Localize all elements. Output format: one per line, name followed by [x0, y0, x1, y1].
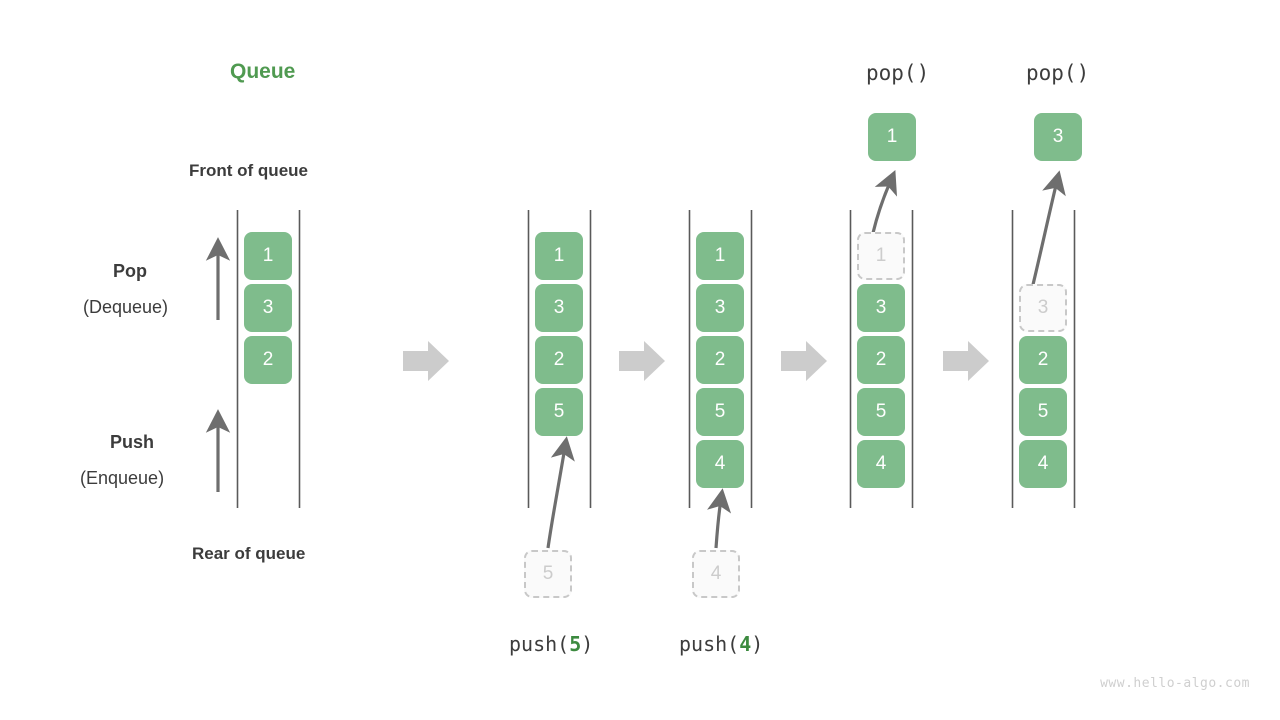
- queue-cell: 3: [857, 284, 905, 332]
- pop-3-arrow: [1029, 170, 1066, 294]
- dequeue-label: (Dequeue): [83, 297, 169, 317]
- push-caption-1-value: 5: [569, 632, 582, 656]
- queue-cell: 1: [244, 232, 292, 280]
- queue-cell: 3: [535, 284, 583, 332]
- popped-cell: 3: [1034, 113, 1082, 161]
- pop-label: Pop: [113, 261, 147, 281]
- push-caption-1-suffix: ): [581, 632, 594, 656]
- push-caption-2-suffix: ): [751, 632, 764, 656]
- queue-cell: 3: [244, 284, 292, 332]
- enqueue-label: (Enqueue): [80, 468, 165, 488]
- pop-caption-2: pop(): [1026, 61, 1090, 85]
- push-label: Push: [110, 432, 155, 452]
- push-caption-2-value: 4: [739, 632, 752, 656]
- queue-cell: 4: [696, 440, 744, 488]
- step-arrow-4: [943, 341, 989, 381]
- incoming-cell: 4: [692, 550, 740, 598]
- step-arrow-2: [619, 341, 665, 381]
- push-caption-1-prefix: push(: [509, 632, 570, 656]
- queue-cell: 2: [857, 336, 905, 384]
- queue-cell: 2: [244, 336, 292, 384]
- queue-cell: 1: [535, 232, 583, 280]
- step-arrow-3: [781, 341, 827, 381]
- push-caption-2: push(4): [679, 632, 763, 656]
- queue-cell: 2: [535, 336, 583, 384]
- rear-of-queue-label: Rear of queue: [192, 544, 306, 563]
- push-caption-1: push(5): [509, 632, 593, 656]
- pop-caption-1: pop(): [866, 61, 930, 85]
- queue-cell: 4: [857, 440, 905, 488]
- popped-cell: 1: [868, 113, 916, 161]
- queue-cell: 1: [696, 232, 744, 280]
- push-caption-2-prefix: push(: [679, 632, 740, 656]
- queue-cell: 4: [1019, 440, 1067, 488]
- queue-cell: 2: [696, 336, 744, 384]
- front-of-queue-label: Front of queue: [189, 161, 308, 180]
- queue-cell: 5: [696, 388, 744, 436]
- queue-cell: 3: [696, 284, 744, 332]
- queue-cell: 5: [857, 388, 905, 436]
- queue-cell-removed: 3: [1019, 284, 1067, 332]
- queue-cell: 2: [1019, 336, 1067, 384]
- push-4-arrow: [707, 488, 732, 549]
- pop-1-arrow: [871, 170, 898, 234]
- push-5-arrow: [546, 436, 575, 549]
- watermark: www.hello-algo.com: [1100, 676, 1250, 691]
- queue-cell: 5: [1019, 388, 1067, 436]
- queue-cell-removed: 1: [857, 232, 905, 280]
- step-arrow-1: [403, 341, 449, 381]
- incoming-cell: 5: [524, 550, 572, 598]
- page-title: Queue: [230, 60, 296, 83]
- queue-cell: 5: [535, 388, 583, 436]
